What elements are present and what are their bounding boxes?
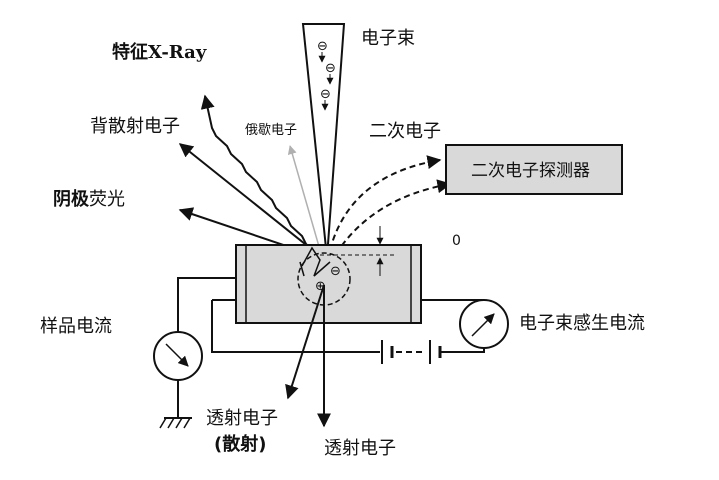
sample-hole-symbol: ⊕ xyxy=(315,279,326,294)
backscattered-electron-label: 背散射电子 xyxy=(90,116,180,137)
detector-label: 二次电子探测器 xyxy=(471,161,590,181)
backscattered-electron-arrow xyxy=(178,143,321,257)
transmitted-scattered-arrow xyxy=(285,284,325,400)
beam-induced-current-circuit xyxy=(211,299,485,364)
sample-block: ⊖ ⊕ xyxy=(235,226,422,324)
sample-electron-symbol: ⊖ xyxy=(330,264,341,279)
electron-beam: ⊖ ⊖ ⊖ xyxy=(301,23,346,259)
cathodoluminescence-bold: 阴极 xyxy=(53,189,90,210)
cathodoluminescence-rest: 荧光 xyxy=(89,189,125,210)
beam-induced-current-label: 电子束感生电流 xyxy=(519,313,645,334)
transmitted-scattered-label-line1: 透射电子 xyxy=(206,408,278,429)
transmitted-electron-label: 透射电子 xyxy=(324,438,396,459)
electron-beam-label: 电子束 xyxy=(361,28,415,49)
secondary-electron-arrow-upper xyxy=(329,155,442,251)
zero-mark: 0 xyxy=(452,233,461,249)
beam-electron-symbol: ⊖ xyxy=(325,61,336,76)
characteristic-xray-label: 特征X-Ray xyxy=(112,41,207,63)
secondary-electron-detector: 二次电子探测器 xyxy=(445,144,623,195)
beam-electron-symbol: ⊖ xyxy=(320,87,331,102)
auger-electron-label: 俄歇电子 xyxy=(245,123,297,138)
sample-current-meter xyxy=(153,331,203,381)
transmitted-scattered-label-line2: (散射) xyxy=(214,433,266,455)
characteristic-xray-path xyxy=(200,94,318,255)
auger-electron-arrow xyxy=(287,145,321,251)
beam-induced-current-meter xyxy=(459,299,509,349)
secondary-electron-arrow-lower xyxy=(335,179,452,255)
secondary-electron-label: 二次电子 xyxy=(369,121,441,142)
cathodoluminescence-label: 阴极荧光 xyxy=(53,189,125,210)
sample-current-circuit xyxy=(159,277,236,429)
beam-electron-symbol: ⊖ xyxy=(317,39,328,54)
sample-current-label: 样品电流 xyxy=(40,316,112,337)
